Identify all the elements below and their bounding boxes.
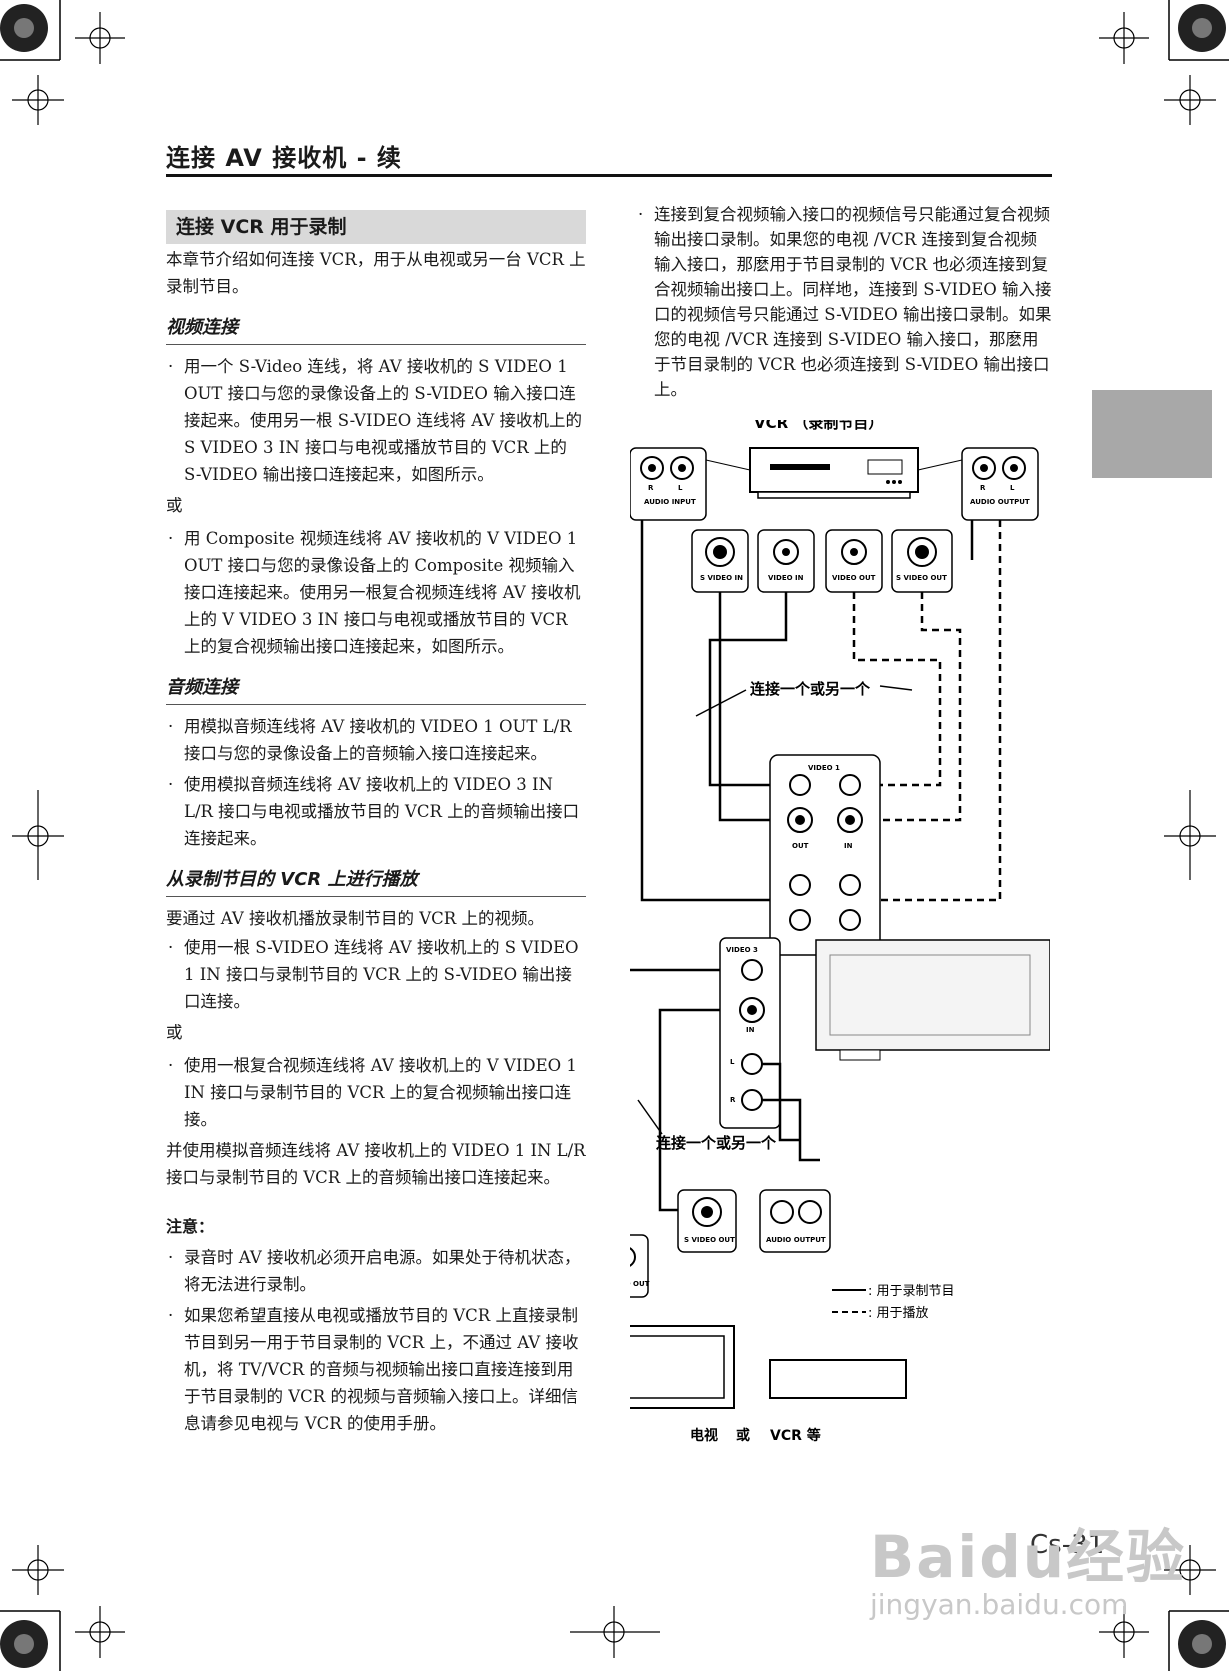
vcr-title: VCR （录制节目） [754, 420, 883, 432]
in-label: IN [844, 842, 853, 850]
s-video-in-label: S VIDEO IN [700, 574, 743, 582]
s-video-out-label: S VIDEO OUT [896, 574, 947, 582]
video-bullet-2: 用 Composite 视频连线将 AV 接收机的 V VIDEO 1 OUT … [166, 525, 586, 660]
video-out-label: VIDEO OUT [832, 574, 876, 582]
playback-heading: 从录制节目的 VCR 上进行播放 [166, 866, 586, 897]
receiver-video3-panel: VIDEO 3 IN L R [719, 937, 781, 1129]
video-bullet-1: 用一个 S-Video 连线，将 AV 接收机的 S VIDEO 1 OUT 接… [166, 353, 586, 488]
legend: : 用于录制节目 : 用于播放 [832, 1284, 955, 1321]
in-label-2: IN [746, 1026, 755, 1034]
tv-audio-output-label: AUDIO OUTPUT [766, 1236, 826, 1244]
l-label-2: L [1010, 484, 1015, 492]
video-in-label: VIDEO IN [768, 574, 804, 582]
video-heading: 视频连接 [166, 314, 586, 345]
out-label: OUT [792, 842, 809, 850]
section-intro: 本章节介绍如何连接 VCR，用于从电视或另一台 VCR 上录制节目。 [166, 250, 586, 296]
watermark-text: Baidu经验 [870, 1523, 1187, 1591]
tv-video-out-label: VIDEO OUT [630, 1280, 650, 1288]
audio-input-label: AUDIO INPUT [644, 498, 696, 506]
video1-label: VIDEO 1 [808, 764, 840, 772]
receiver-video1-panel: VIDEO 1 OUT IN [769, 754, 881, 956]
video3-label: VIDEO 3 [726, 946, 758, 954]
playback-after: 并使用模拟音频连线将 AV 接收机上的 VIDEO 1 IN L/R 接口与录制… [166, 1141, 586, 1187]
right-column: 连接到复合视频输入接口的视频信号只能通过复合视频输出接口录制。如果您的电视 /V… [636, 202, 1052, 406]
audio-heading: 音频连接 [166, 674, 586, 705]
vcr-video-jacks: S VIDEO IN VIDEO IN VIDEO OUT S VIDEO OU… [691, 529, 953, 593]
connection-diagram: VCR （录制节目） R L AUDIO INPUT R L AUDIO OUT… [630, 420, 1050, 1444]
page-number: Cs-31 [1030, 1530, 1105, 1560]
right-bullet-1: 连接到复合视频输入接口的视频信号只能通过复合视频输出接口录制。如果您的电视 /V… [636, 202, 1052, 402]
video-or: 或 [166, 496, 183, 515]
r-label-2: R [980, 484, 986, 492]
playback-bullet-1: 使用一根 S-VIDEO 连线将 AV 接收机上的 S VIDEO 1 IN 接… [166, 934, 586, 1015]
note-bullet-1: 录音时 AV 接收机必须开启电源。如果处于待机状态，将无法进行录制。 [166, 1244, 586, 1298]
page-title: 连接 AV 接收机 - 续 [166, 144, 402, 172]
vcr-unit-icon [749, 447, 919, 499]
tv-icon [630, 1325, 735, 1409]
left-column: 连接 VCR 用于录制 本章节介绍如何连接 VCR，用于从电视或另一台 VCR … [166, 210, 586, 1441]
vcr-etc-label: VCR 等 [770, 1427, 821, 1444]
l-label: L [678, 484, 683, 492]
vcr-audio-input-panel: R L AUDIO INPUT [630, 447, 707, 521]
tv-label: 电视 [690, 1427, 718, 1444]
tv-jacks: S VIDEO OUT AUDIO OUTPUT VIDEO OUT [630, 1189, 831, 1298]
tv-s-video-out-label: S VIDEO OUT [684, 1236, 735, 1244]
receiver-back-panel [815, 939, 1050, 1061]
legend-solid-label: : 用于录制节目 [868, 1284, 955, 1299]
playback-or: 或 [166, 1023, 183, 1042]
playback-intro: 要通过 AV 接收机播放录制节目的 VCR 上的视频。 [166, 909, 544, 928]
connect-either-label-2: 连接一个或另一个 [656, 1134, 777, 1152]
section-tab [1092, 390, 1212, 478]
section-title: 连接 VCR 用于录制 [166, 210, 586, 244]
note-heading: 注意： [166, 1217, 215, 1236]
legend-dashed-label: : 用于播放 [868, 1306, 929, 1321]
r-label: R [648, 484, 654, 492]
title-rule [166, 174, 1052, 177]
vcr-audio-output-panel: R L AUDIO OUTPUT [961, 447, 1039, 521]
audio-bullet-1: 用模拟音频连线将 AV 接收机的 VIDEO 1 OUT L/R 接口与您的录像… [166, 713, 586, 767]
audio-bullet-2: 使用模拟音频连线将 AV 接收机上的 VIDEO 3 IN L/R 接口与电视或… [166, 771, 586, 852]
watermark: Baidu经验 jingyan.baidu.com [870, 1510, 1186, 1621]
playback-bullet-2: 使用一根复合视频连线将 AV 接收机上的 V VIDEO 1 IN 接口与录制节… [166, 1052, 586, 1133]
r-label-3: R [730, 1096, 736, 1104]
vcr-etc-icon [769, 1359, 907, 1399]
connect-either-label-1: 连接一个或另一个 [750, 680, 871, 698]
l-label-3: L [730, 1058, 735, 1066]
watermark-url: jingyan.baidu.com [870, 1588, 1129, 1621]
audio-output-label: AUDIO OUTPUT [970, 498, 1030, 506]
note-bullet-2: 如果您希望直接从电视或播放节目的 VCR 上直接录制节目到另一用于节目录制的 V… [166, 1302, 586, 1437]
or-label: 或 [736, 1427, 750, 1444]
